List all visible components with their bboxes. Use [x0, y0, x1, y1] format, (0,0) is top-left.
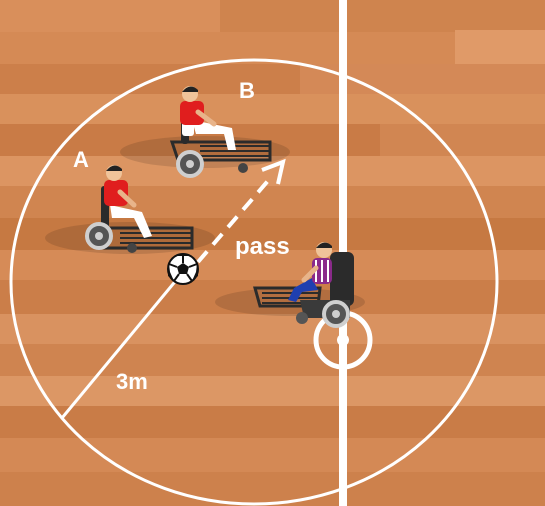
label-player-b: B [239, 78, 255, 103]
defender-wheelchair [215, 242, 365, 328]
label-pass: pass [235, 233, 290, 260]
soccer-ball-icon [167, 253, 199, 285]
player-b-wheelchair [120, 86, 290, 178]
label-radius: 3m [116, 369, 148, 394]
radius-line [60, 271, 185, 419]
pass-arrow-head [261, 158, 286, 185]
pass-arrow-line [196, 173, 275, 264]
center-spot [337, 334, 349, 346]
label-player-a: A [73, 147, 89, 172]
pass-radius-circle [9, 58, 499, 506]
player-a-wheelchair [45, 165, 215, 254]
